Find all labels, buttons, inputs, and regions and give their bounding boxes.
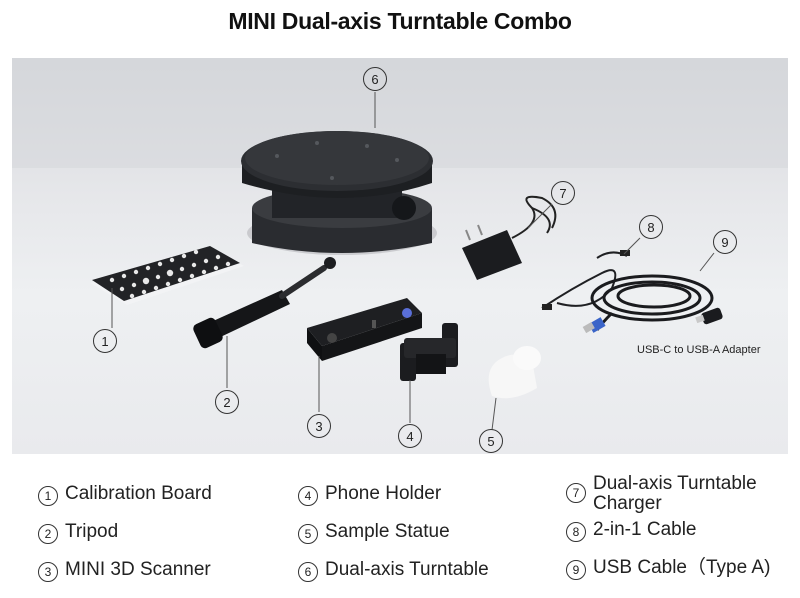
adapter-label: USB-C to USB-A Adapter (637, 344, 761, 356)
legend-item-two-in-one-cable: 8 2-in-1 Cable (566, 520, 697, 542)
callout-6: 6 (363, 67, 387, 91)
legend-item-mini-3d-scanner: 3 MINI 3D Scanner (38, 560, 211, 582)
scanner-illustration (307, 298, 422, 361)
legend-label: Dual-axis Turntable Charger (593, 473, 757, 514)
legend-label: MINI 3D Scanner (65, 559, 211, 580)
legend-number: 2 (38, 524, 58, 544)
legend-label: Phone Holder (325, 483, 442, 504)
legend-item-dual-axis-turntable: 6 Dual-axis Turntable (298, 560, 489, 582)
legend-item-phone-holder: 4 Phone Holder (298, 484, 441, 506)
legend: 1 Calibration Board 2 Tripod 3 MINI 3D S… (0, 470, 800, 598)
usb-cable-illustration (582, 274, 714, 334)
legend-number: 6 (298, 562, 318, 582)
callout-5: 5 (479, 429, 503, 453)
calibration-board-illustration (90, 246, 244, 305)
legend-label: Dual-axis Turntable (325, 559, 489, 580)
callout-lines (111, 92, 715, 431)
legend-number: 9 (566, 560, 586, 580)
callout-8: 8 (639, 215, 663, 239)
product-photo: 1 2 3 4 5 6 7 8 9 USB-C to USB-A Adapter (12, 58, 788, 454)
callout-9: 9 (713, 230, 737, 254)
legend-number: 3 (38, 562, 58, 582)
legend-item-calibration-board: 1 Calibration Board (38, 484, 212, 506)
callout-2: 2 (215, 390, 239, 414)
legend-label: Tripod (65, 521, 119, 542)
legend-item-sample-statue: 5 Sample Statue (298, 522, 450, 544)
callout-7: 7 (551, 181, 575, 205)
turntable-illustration (241, 131, 437, 255)
statue-illustration (488, 346, 541, 399)
adapter-illustration (695, 307, 723, 325)
legend-label: USB Cable（Type A) (593, 557, 771, 578)
charger-illustration (462, 195, 557, 280)
legend-number: 1 (38, 486, 58, 506)
page-title: MINI Dual-axis Turntable Combo (228, 8, 572, 34)
legend-number: 5 (298, 524, 318, 544)
legend-number: 7 (566, 483, 586, 503)
tripod-illustration (193, 257, 336, 349)
legend-item-turntable-charger: 7 Dual-axis Turntable Charger (566, 474, 783, 514)
product-illustration (12, 58, 788, 431)
callout-3: 3 (307, 414, 331, 438)
legend-item-tripod: 2 Tripod (38, 522, 118, 544)
legend-number: 8 (566, 522, 586, 542)
legend-label: Calibration Board (65, 483, 212, 504)
phone-holder-illustration (400, 323, 458, 381)
callout-4: 4 (398, 424, 422, 448)
legend-item-usb-cable: 9 USB Cable（Type A) (566, 558, 770, 580)
legend-number: 4 (298, 486, 318, 506)
callout-1: 1 (93, 329, 117, 353)
legend-label: 2-in-1 Cable (593, 519, 697, 540)
legend-label: Sample Statue (325, 521, 450, 542)
